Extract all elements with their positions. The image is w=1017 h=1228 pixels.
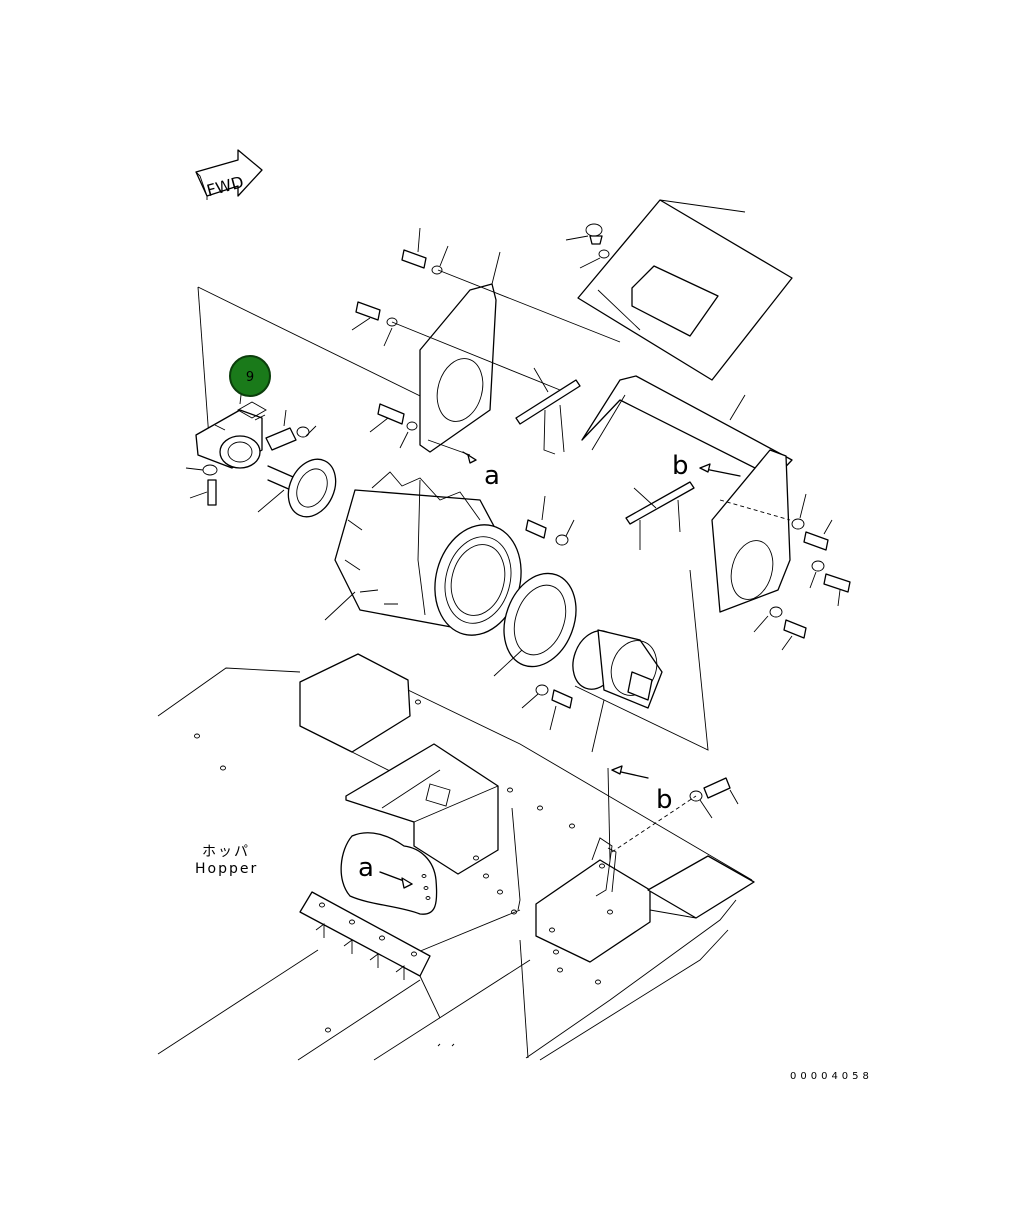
- fwd-label: FWD: [205, 172, 246, 200]
- view-letter-a-lower: a: [358, 853, 374, 883]
- bolt-set-right: [753, 493, 851, 651]
- bolt-set-left-plate: [351, 227, 621, 449]
- box-bracket: [345, 743, 521, 953]
- view-letter-a-upper: a: [484, 461, 500, 491]
- comb-scraper-lower: [299, 891, 441, 1019]
- view-a-detail-bubble: a: [340, 832, 438, 915]
- cross-member: [581, 375, 793, 479]
- right-bracket-assembly: [519, 837, 755, 1061]
- flange-ring-right: [493, 572, 577, 677]
- callout-circle[interactable]: [229, 355, 271, 397]
- view-letter-b-lower: b: [656, 785, 673, 815]
- drive-shaft-flange-left: [257, 458, 337, 518]
- drum-roller: [324, 471, 522, 636]
- top-cover-panel: [565, 199, 793, 381]
- forward-direction-arrow-icon: FWD: [195, 149, 263, 200]
- bearing-block: [195, 385, 267, 469]
- hopper-label-jp: ホッパ: [202, 844, 250, 860]
- side-plate-right: b: [672, 449, 791, 613]
- bolt-set-left: [185, 409, 317, 506]
- scraper-blade-right: [625, 481, 695, 550]
- hopper-label-en: Hopper: [195, 861, 258, 877]
- scraper-blade-upper: [515, 367, 581, 455]
- hydraulic-motor: [572, 629, 663, 753]
- view-b-indicator: b: [607, 765, 697, 861]
- drawing-number: 00004058: [790, 1071, 873, 1082]
- bolt-set-middle: [521, 495, 575, 731]
- view-letter-b-upper: b: [672, 451, 689, 481]
- assembly-grouping-lines: [197, 286, 709, 751]
- callout-balloon-9[interactable]: 9: [229, 355, 271, 397]
- side-plate-left: a: [419, 251, 501, 491]
- bolt-set-bottom-right: [689, 777, 739, 819]
- hopper-base-lines: [157, 949, 531, 1061]
- callout-number: 9: [246, 370, 254, 385]
